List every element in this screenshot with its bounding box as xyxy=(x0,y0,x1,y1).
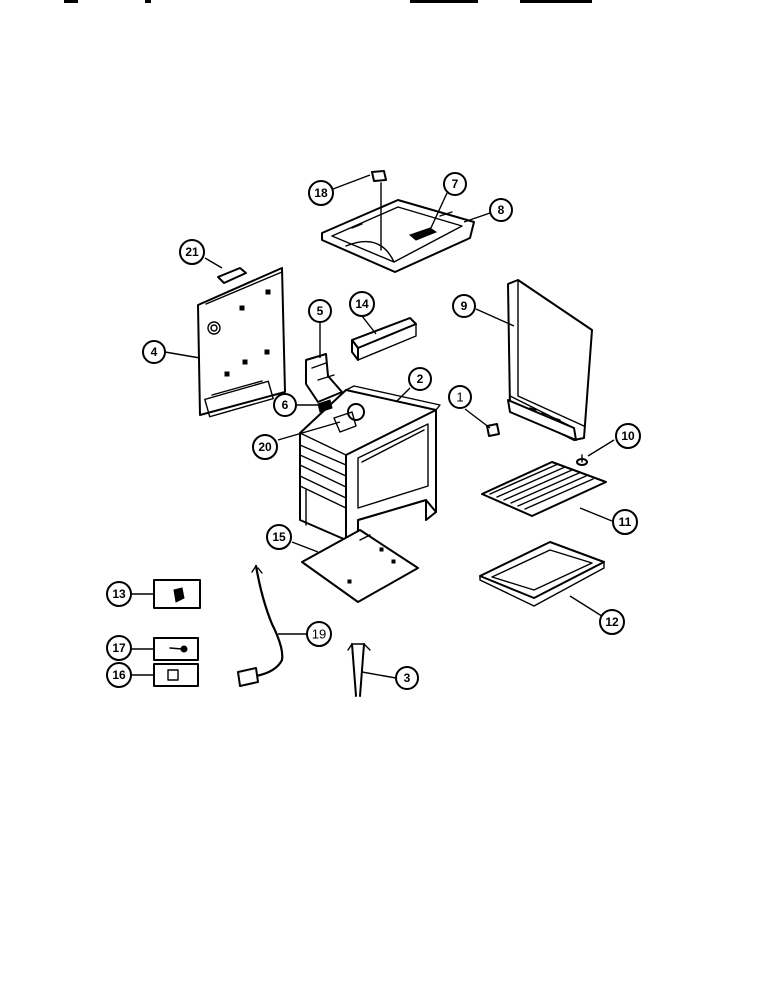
callout-10[interactable]: 10 xyxy=(615,423,641,449)
part-1-knob[interactable] xyxy=(486,423,500,437)
callout-18-label: 18 xyxy=(314,186,328,200)
callout-21-label: 21 xyxy=(185,245,199,259)
callout-13-label: 13 xyxy=(112,587,126,601)
callout-4[interactable]: 4 xyxy=(142,340,166,364)
part-4-back-panel[interactable] xyxy=(197,267,286,418)
callout-9[interactable]: 9 xyxy=(452,294,476,318)
callout-19-label: 19 xyxy=(312,627,326,642)
part-3-tongs[interactable] xyxy=(347,643,371,697)
part-5-duct[interactable] xyxy=(305,353,343,403)
callout-17[interactable]: 17 xyxy=(106,635,132,661)
part-18-clip[interactable] xyxy=(371,170,387,182)
callout-13[interactable]: 13 xyxy=(106,581,132,607)
callout-1-label: 1 xyxy=(456,390,463,405)
part-13-kit[interactable] xyxy=(153,579,201,609)
callout-15-label: 15 xyxy=(272,530,286,544)
callout-6-label: 6 xyxy=(282,398,289,412)
part-11-rack[interactable] xyxy=(481,461,607,517)
callout-18[interactable]: 18 xyxy=(308,180,334,206)
callout-5[interactable]: 5 xyxy=(308,299,332,323)
part-21-trim[interactable] xyxy=(217,267,247,284)
callout-16[interactable]: 16 xyxy=(106,662,132,688)
part-19-power-cord[interactable] xyxy=(237,564,284,687)
callout-20-label: 20 xyxy=(258,440,272,454)
part-16-kit[interactable] xyxy=(153,663,199,687)
callout-21[interactable]: 21 xyxy=(179,239,205,265)
callout-14-label: 14 xyxy=(355,297,369,311)
callout-20[interactable]: 20 xyxy=(252,434,278,460)
part-9-door[interactable] xyxy=(507,279,593,441)
callout-3-label: 3 xyxy=(404,671,411,685)
callout-7[interactable]: 7 xyxy=(443,172,467,196)
callout-9-label: 9 xyxy=(461,299,468,313)
header-fragments xyxy=(64,0,592,3)
callout-14[interactable]: 14 xyxy=(349,291,375,317)
part-7-bracket[interactable] xyxy=(409,227,438,241)
part-20-bracket[interactable] xyxy=(333,411,357,433)
callout-4-label: 4 xyxy=(151,345,158,359)
part-8-top-panel[interactable] xyxy=(321,182,475,273)
leader-lines xyxy=(131,174,615,679)
callout-2[interactable]: 2 xyxy=(408,367,432,391)
callout-15[interactable]: 15 xyxy=(266,524,292,550)
part-12-broiler-pan[interactable] xyxy=(479,541,605,607)
callout-2-label: 2 xyxy=(417,372,424,386)
part-6-fitting[interactable] xyxy=(317,399,333,413)
callout-6[interactable]: 6 xyxy=(273,393,297,417)
callout-5-label: 5 xyxy=(317,304,324,318)
part-14-bar[interactable] xyxy=(351,317,417,361)
callout-12[interactable]: 12 xyxy=(599,609,625,635)
part-15-bottom-panel[interactable] xyxy=(301,529,419,603)
callout-11-label: 11 xyxy=(619,515,632,529)
callout-3[interactable]: 3 xyxy=(395,666,419,690)
callout-19[interactable]: 19 xyxy=(306,621,332,647)
callout-12-label: 12 xyxy=(605,615,619,629)
callout-1[interactable]: 1 xyxy=(448,385,472,409)
callout-8[interactable]: 8 xyxy=(489,198,513,222)
part-17-kit[interactable] xyxy=(153,637,199,661)
part-10-foot[interactable] xyxy=(576,454,588,466)
callout-11[interactable]: 11 xyxy=(612,509,638,535)
callout-10-label: 10 xyxy=(621,429,635,443)
callout-7-label: 7 xyxy=(452,177,459,191)
callout-8-label: 8 xyxy=(498,203,505,217)
callout-16-label: 16 xyxy=(112,668,126,682)
callout-17-label: 17 xyxy=(112,641,126,655)
